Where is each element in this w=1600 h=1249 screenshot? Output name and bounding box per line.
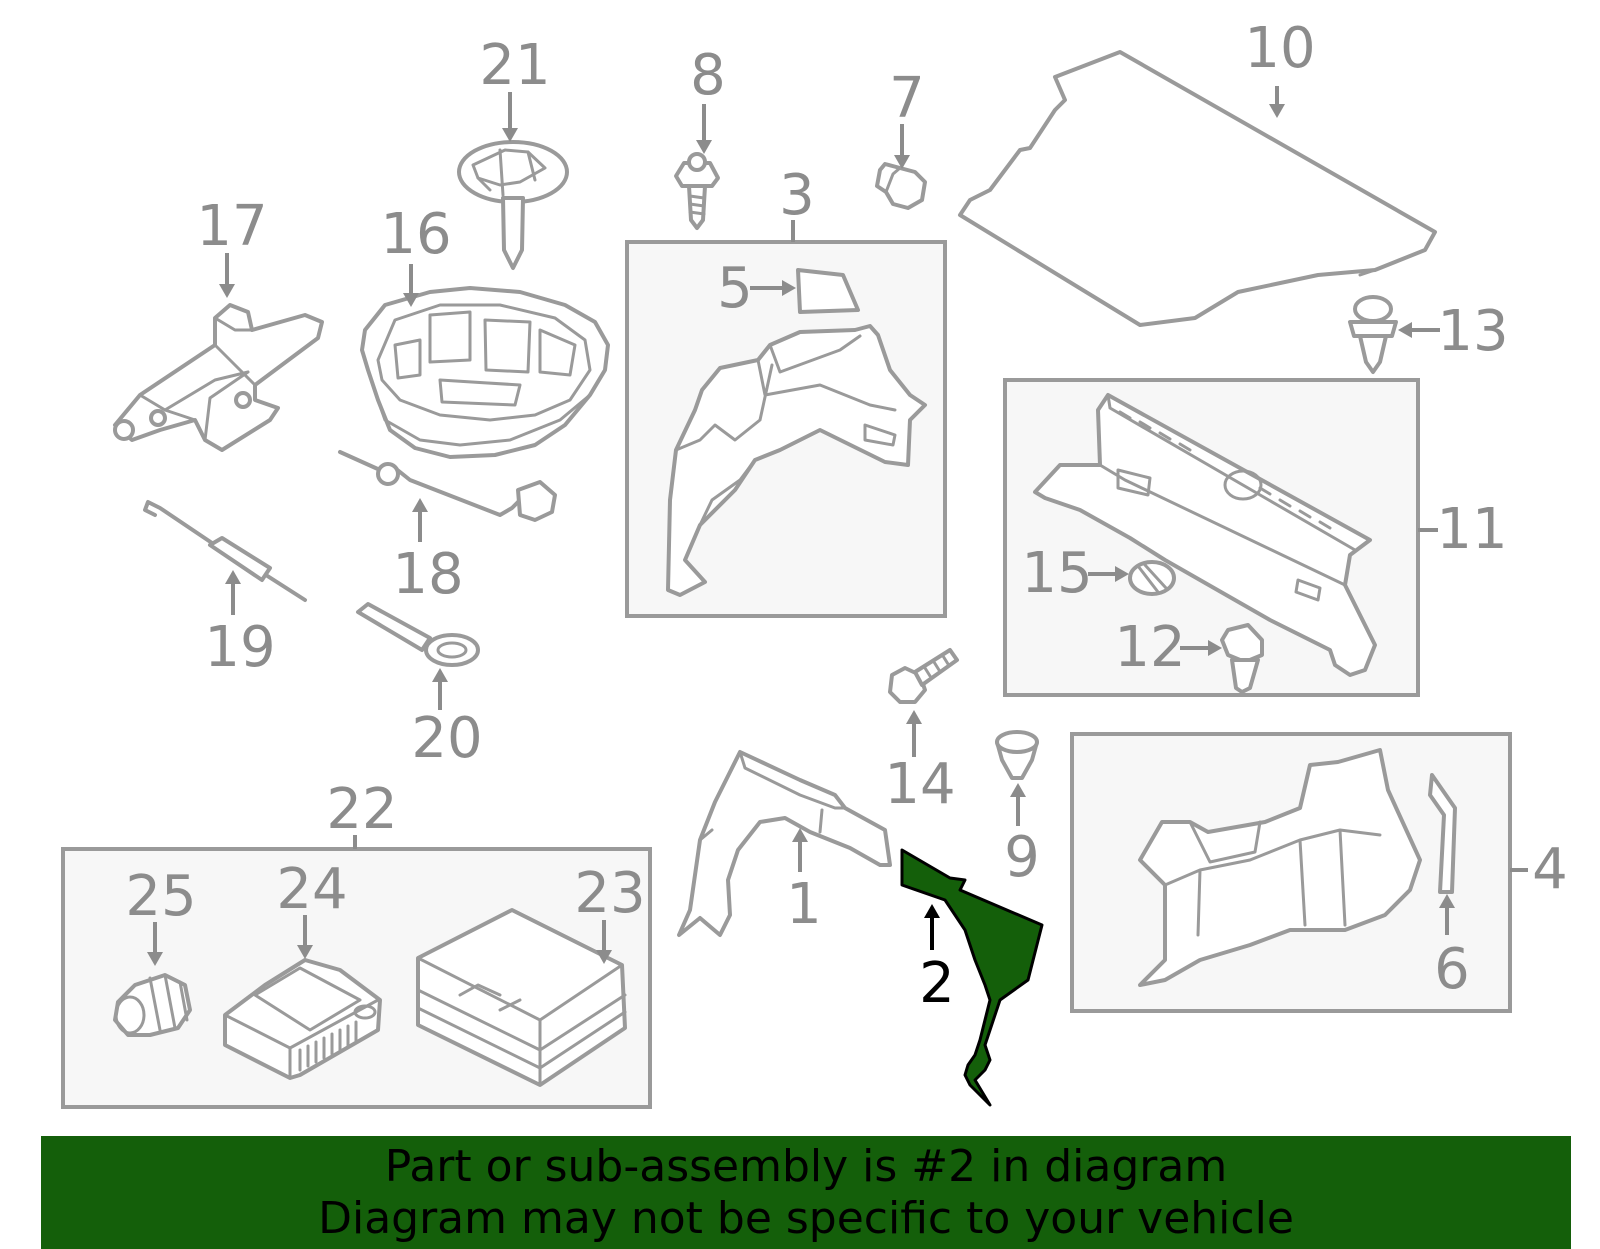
part-23-kit-case[interactable] (416, 908, 627, 1087)
callout-5: 5 (717, 256, 753, 321)
callout-1: 1 (786, 872, 822, 937)
callout-16: 16 (380, 202, 451, 267)
part-2-highlighted-trim[interactable] (900, 848, 1044, 1107)
callout-labels: 21 8 7 10 3 17 16 5 13 11 18 19 15 12 20… (125, 16, 1567, 1016)
part-4-side-trim-assembly[interactable] (1138, 748, 1422, 987)
part-25-adapter[interactable] (113, 973, 192, 1037)
part-9-clip-nut[interactable] (995, 730, 1039, 780)
part-17-jack[interactable] (113, 303, 324, 452)
part-11-trunk-sill[interactable] (1033, 393, 1377, 677)
part-12-screw[interactable] (1220, 623, 1264, 694)
callout-7: 7 (889, 66, 925, 131)
callout-23: 23 (574, 861, 645, 926)
callout-arrows (147, 86, 1528, 966)
callout-11: 11 (1436, 497, 1507, 562)
banner-line-2: Diagram may not be specific to your vehi… (318, 1192, 1294, 1244)
callout-9: 9 (1004, 825, 1040, 890)
part-10-parcel-shelf[interactable] (958, 50, 1437, 327)
part-5-panel[interactable] (796, 268, 860, 314)
callout-19: 19 (204, 615, 275, 680)
callout-13: 13 (1437, 299, 1508, 364)
callout-8: 8 (690, 43, 726, 108)
part-19-jack-handle[interactable] (143, 500, 307, 602)
part-18-wheel-wrench[interactable] (338, 450, 557, 522)
callout-25: 25 (125, 864, 196, 929)
part-20-tow-hook[interactable] (356, 602, 480, 667)
callout-17: 17 (196, 194, 267, 259)
callout-22: 22 (326, 777, 397, 842)
callout-6: 6 (1434, 937, 1470, 1002)
callout-24: 24 (276, 857, 347, 922)
callout-10: 10 (1244, 16, 1315, 81)
part-3-trim-assembly[interactable] (666, 324, 927, 597)
part-16-tool-tray[interactable] (360, 286, 610, 459)
info-banner: Part or sub-assembly is #2 in diagram Di… (41, 1136, 1571, 1249)
callout-20: 20 (411, 706, 482, 771)
callout-14: 14 (884, 752, 955, 817)
part-1-wheelhouse-trim[interactable] (677, 750, 892, 937)
callout-4: 4 (1532, 837, 1568, 902)
callout-3: 3 (779, 163, 815, 228)
part-7-plug[interactable] (875, 162, 927, 210)
part-14-bolt[interactable] (888, 648, 959, 704)
part-13-push-clip[interactable] (1348, 295, 1398, 374)
callout-2: 2 (919, 951, 955, 1016)
part-21-wheel-fastener[interactable] (457, 140, 569, 270)
part-6-strip[interactable] (1428, 773, 1457, 894)
callout-15: 15 (1021, 541, 1092, 606)
part-8-bolt[interactable] (674, 152, 720, 230)
banner-line-1: Part or sub-assembly is #2 in diagram (384, 1140, 1228, 1192)
callout-12: 12 (1114, 615, 1185, 680)
callout-18: 18 (392, 542, 463, 607)
callout-21: 21 (479, 33, 550, 98)
part-15-plug[interactable] (1128, 560, 1176, 596)
part-24-compressor[interactable] (223, 958, 382, 1080)
